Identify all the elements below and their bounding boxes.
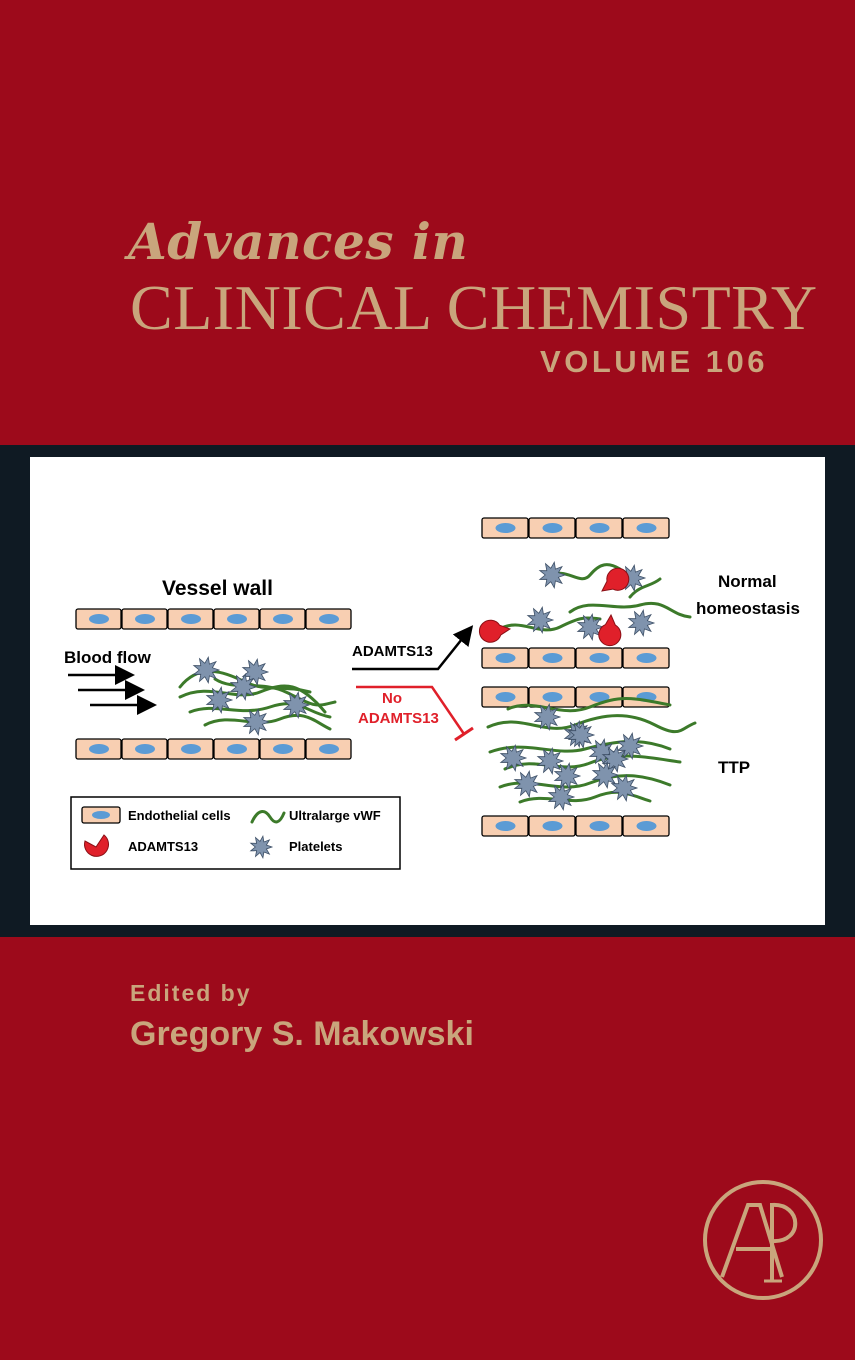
blood-flow-label: Blood flow [64,648,152,667]
cell-nucleus [589,821,610,831]
ttp-label: TTP [718,758,750,777]
series-prefix: Advances in [128,212,469,271]
cell-nucleus [542,653,563,663]
cell-nucleus [319,744,339,754]
legend-endothelial-label: Endothelial cells [128,808,231,823]
platelet [610,774,639,802]
platelet [282,691,311,719]
cell-nucleus [135,614,155,624]
ap-publisher-logo [703,1180,823,1300]
cell-nucleus [227,744,247,754]
adamts13-molecule [601,567,630,592]
legend-adamts13-label: ADAMTS13 [128,839,198,854]
cell-nucleus [89,744,109,754]
cell-nucleus [135,744,155,754]
cell-nucleus [589,653,610,663]
cell-nucleus [589,692,610,702]
book-title: CLINICAL CHEMISTRY [130,272,818,343]
cell-nucleus [319,614,339,624]
platelet [249,835,274,859]
title-block: Advances in CLINICAL CHEMISTRY VOLUME 10… [0,0,855,445]
platelet [513,770,542,798]
cell-nucleus [495,692,516,702]
platelet [627,609,656,637]
cell-nucleus [181,744,201,754]
cell-nucleus [636,821,657,831]
cell-nucleus [495,523,516,533]
cell-nucleus [181,614,201,624]
blood-flow-arrows [68,665,157,715]
vwf-strands [178,563,697,804]
cell-nucleus [495,653,516,663]
platelet [205,686,234,714]
vwf-diagram: Vessel wall Blood flow ADAMTS13 No ADAMT… [64,517,800,870]
platelet [538,561,567,589]
legend-box [70,796,401,870]
cell-nucleus [636,523,657,533]
platelet [242,708,271,736]
platelet [591,761,620,789]
platelet [526,606,555,634]
adamts13-pathway-arrow [352,625,474,671]
platelet [536,747,565,775]
cell-nucleus [542,821,563,831]
legend-platelets-label: Platelets [289,839,342,854]
platelet [499,744,528,772]
adamts13-molecule [598,613,622,647]
cell-nucleus [636,653,657,663]
normal-label-line1: Normal [718,572,777,591]
platelet [547,783,576,811]
platelet [567,721,596,749]
edited-by-label: Edited by [130,980,252,1006]
volume-label: VOLUME 106 [540,344,768,379]
cell-nucleus [273,744,293,754]
inhibition-bar [454,726,474,742]
legend-vwf-label: Ultralarge vWF [289,808,381,823]
cell-nucleus [227,614,247,624]
adamts13-molecules [479,567,630,647]
vessel-wall-label: Vessel wall [162,577,273,600]
adamts13-molecule [479,619,512,643]
cover-figure: Vessel wall Blood flow ADAMTS13 No ADAMT… [30,457,825,925]
endothelial-cell-rows [75,517,670,837]
cell-nucleus [589,523,610,533]
cell-nucleus [542,523,563,533]
cell-nucleus [273,614,293,624]
platelet [241,658,270,686]
cell-nucleus [495,821,516,831]
platelet [553,762,582,790]
legend: Endothelial cells Ultralarge vWF ADAMTS1… [70,796,401,870]
no-adamts13-inhibition-arrow [356,685,466,735]
legend-nucleus-icon [92,811,110,819]
no-label: No [382,690,402,707]
legend-platelet-icon [249,835,274,859]
adamts13-label: ADAMTS13 [352,643,433,660]
platelet [533,703,562,731]
platelet [192,656,221,684]
cell-nucleus [542,692,563,702]
cell-nucleus [89,614,109,624]
normal-label-line2: homeostasis [696,599,800,618]
platelets [192,561,656,811]
platelet [616,732,645,760]
legend-vwf-icon [250,810,286,824]
editor-name: Gregory S. Makowski [130,1015,474,1053]
legend-adamts13-icon [84,834,109,857]
no-adamts13-label: ADAMTS13 [358,710,439,727]
platelet [576,613,605,641]
platelet [229,673,258,701]
platelet [601,745,630,773]
editor-block: Edited by Gregory S. Makowski [130,980,474,1054]
